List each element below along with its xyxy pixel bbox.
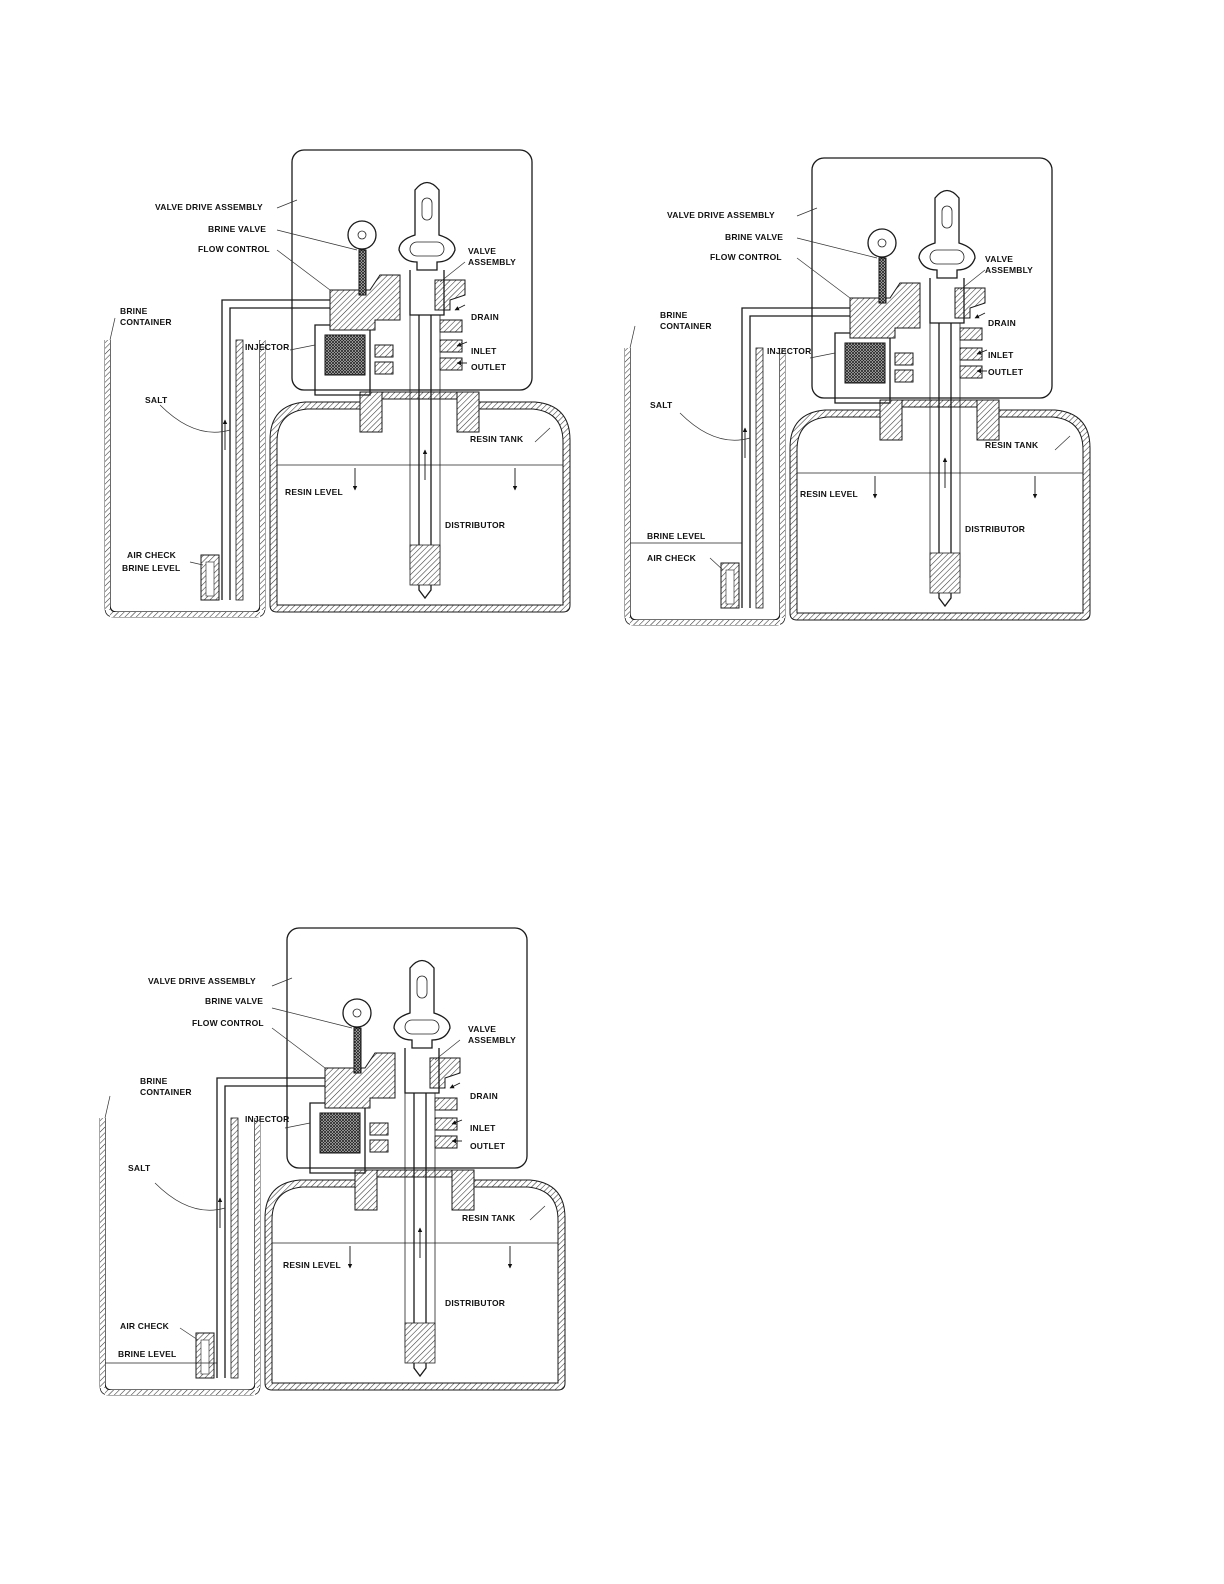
label-injector: INJECTOR (245, 1114, 290, 1124)
label-drain: DRAIN (470, 1091, 498, 1101)
label-brine-level: BRINE LEVEL (118, 1349, 177, 1359)
label-valve-drive-assembly: VALVE DRIVE ASSEMBLY (148, 976, 256, 986)
label-outlet: OUTLET (470, 1141, 506, 1151)
label-flow-control: FLOW CONTROL (192, 1018, 264, 1028)
label-resin-tank: RESIN TANK (470, 434, 524, 444)
diagram-b: VALVE DRIVE ASSEMBLY BRINE VALVE FLOW CO… (625, 158, 1095, 628)
label-inlet: INLET (470, 1123, 496, 1133)
label-resin-tank: RESIN TANK (462, 1213, 516, 1223)
label-valve-assembly: VALVE ASSEMBLY (468, 246, 517, 267)
label-brine-container: BRINE CONTAINER (140, 1076, 192, 1097)
label-brine-valve: BRINE VALVE (725, 232, 784, 242)
label-injector: INJECTOR (767, 346, 812, 356)
label-valve-drive-assembly: VALVE DRIVE ASSEMBLY (667, 210, 775, 220)
label-brine-container: BRINE CONTAINER (660, 310, 712, 331)
label-drain: DRAIN (988, 318, 1016, 328)
softener-cross-section-c (100, 928, 570, 1398)
label-flow-control: FLOW CONTROL (198, 244, 270, 254)
softener-cross-section-a (105, 150, 575, 620)
label-air-check: AIR CHECK (647, 553, 697, 563)
label-air-check: AIR CHECK (127, 550, 177, 560)
label-flow-control: FLOW CONTROL (710, 252, 782, 262)
label-brine-valve: BRINE VALVE (205, 996, 264, 1006)
label-injector: INJECTOR (245, 342, 290, 352)
label-drain: DRAIN (471, 312, 499, 322)
label-salt: SALT (128, 1163, 151, 1173)
label-distributor: DISTRIBUTOR (445, 1298, 506, 1308)
label-valve-assembly: VALVE ASSEMBLY (985, 254, 1034, 275)
label-brine-level: BRINE LEVEL (122, 563, 181, 573)
label-brine-valve: BRINE VALVE (208, 224, 267, 234)
label-resin-level: RESIN LEVEL (800, 489, 858, 499)
diagram-a: VALVE DRIVE ASSEMBLY BRINE VALVE FLOW CO… (105, 150, 575, 620)
label-outlet: OUTLET (471, 362, 507, 372)
label-brine-container: BRINE CONTAINER (120, 306, 172, 327)
label-resin-tank: RESIN TANK (985, 440, 1039, 450)
label-resin-level: RESIN LEVEL (283, 1260, 341, 1270)
label-distributor: DISTRIBUTOR (445, 520, 506, 530)
label-inlet: INLET (471, 346, 497, 356)
label-inlet: INLET (988, 350, 1014, 360)
diagram-c: VALVE DRIVE ASSEMBLY BRINE VALVE FLOW CO… (100, 928, 570, 1398)
label-valve-drive-assembly: VALVE DRIVE ASSEMBLY (155, 202, 263, 212)
softener-cross-section-b (625, 158, 1095, 628)
label-distributor: DISTRIBUTOR (965, 524, 1026, 534)
label-air-check: AIR CHECK (120, 1321, 170, 1331)
label-resin-level: RESIN LEVEL (285, 487, 343, 497)
label-outlet: OUTLET (988, 367, 1024, 377)
label-salt: SALT (650, 400, 673, 410)
label-valve-assembly: VALVE ASSEMBLY (468, 1024, 517, 1045)
label-salt: SALT (145, 395, 168, 405)
label-brine-level: BRINE LEVEL (647, 531, 706, 541)
